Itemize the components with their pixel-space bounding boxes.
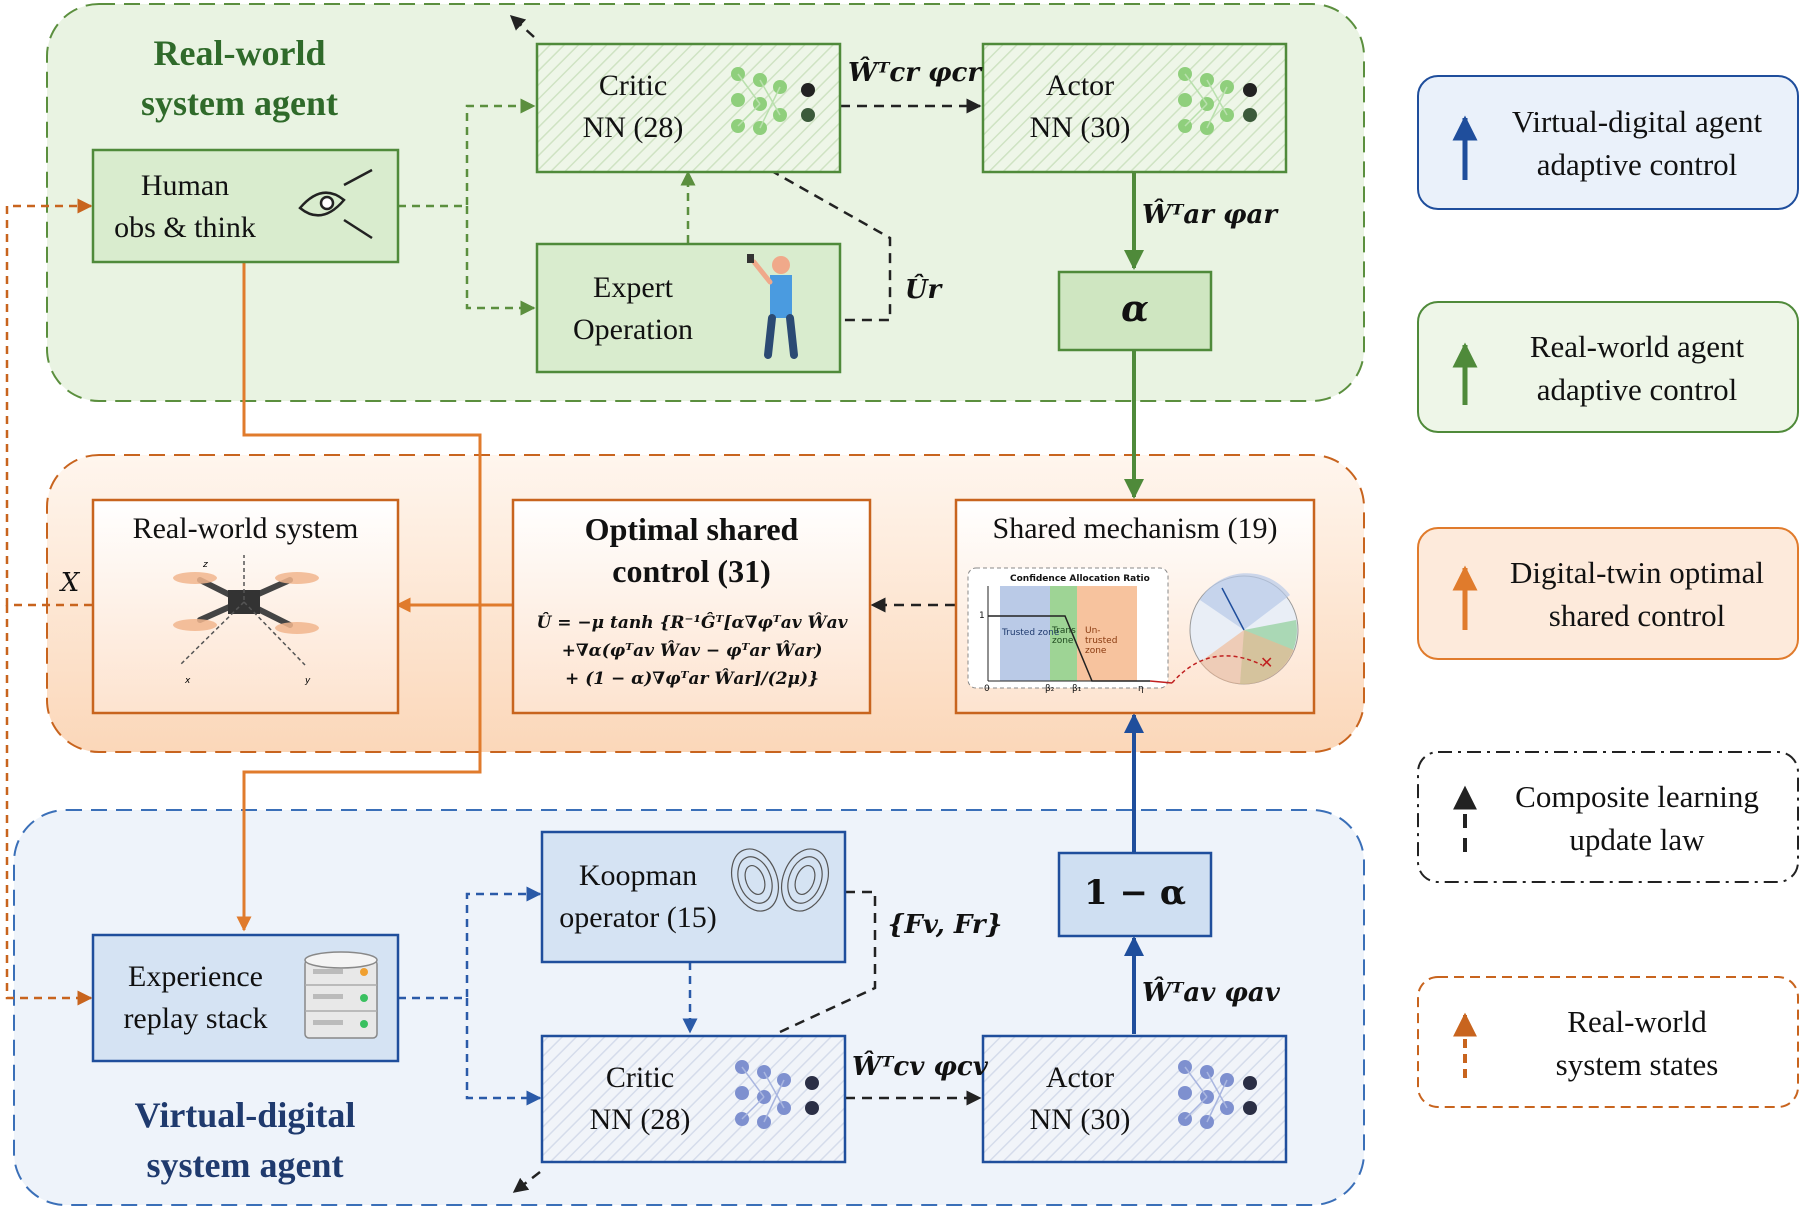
inset-x-tick: β₂ [1045,684,1055,694]
inset-x-tick: η [1138,684,1144,694]
green-dashed-human-to-expert [465,206,536,316]
inset-title: Confidence Allocation Ratio [1010,574,1150,584]
drone-axis-label: z [202,560,208,570]
inset-y-tick: 1 [979,611,985,621]
shared-mechanism-label: Shared mechanism (19) [992,512,1278,545]
blue-dashed-exp-to-critic [465,998,542,1106]
optimal-control-box [511,498,872,715]
legend-box-states [1417,976,1799,1108]
control-law-formula: Û = −μ tanh {R⁻¹Ĝᵀ[α∇φᵀav Ŵav+∇α(φᵀav Ŵa… [536,613,848,689]
neural-network-icon [1178,1060,1257,1129]
drone-axis-label: x [184,676,191,686]
critic-virtual-box [540,1034,847,1164]
drone-axis-label: y [304,676,311,686]
legend-box-virtual [1417,75,1799,210]
neural-network-icon [731,67,815,135]
green-dashed-human-to-critic [398,98,536,208]
drone-icon [173,555,319,666]
actor-virtual-box [981,1034,1288,1164]
critic-real-box [535,42,842,174]
state-line-to-experience [5,605,93,1006]
inset-x-tick: 0 [984,684,990,694]
x-state-label: X [60,568,80,598]
dashed-critic-virtual-down [512,1171,541,1193]
ur-label: Ûr [904,275,942,305]
dashed-critic-real-up [509,14,535,38]
database-icon [304,951,378,1039]
wcv-phi-cv-label: Ŵᵀcv φcv [852,1052,988,1082]
human-box [91,148,400,264]
confidence-chart [967,567,1169,689]
real-system-label: Real-world system [132,512,359,545]
dashed-koopman-output [779,890,877,1034]
wav-phi-av-label: Ŵᵀav φav [1142,978,1280,1008]
state-line-x [5,198,93,607]
inset-x-tick: β₁ [1072,684,1082,694]
legend-box-real [1417,301,1799,433]
war-phi-ar-label: Ŵᵀar φar [1142,200,1278,230]
dashed-ur-feedback [769,168,892,322]
chart-to-dial-arrow [1149,680,1173,684]
dial-icon: ✕ [1171,573,1299,685]
alpha-box [1057,270,1213,352]
legend-box-composite [1417,751,1799,883]
koopman-box [540,830,847,964]
alpha-label: α [1121,288,1149,330]
one-minus-alpha-box [1057,851,1213,938]
inset-zone-trusted: Trusted zone [1002,628,1060,638]
legend-box-digital-twin [1417,527,1799,660]
svg-text:✕: ✕ [1260,653,1273,672]
neural-network-icon [735,1060,819,1129]
person-icon [747,254,798,359]
inset-zone-trans: Trans zone [1052,626,1076,646]
orange-path-to-experience [236,613,482,932]
inset-zone-untrusted: Un-trusted zone [1085,626,1118,656]
wcr-phi-cr-label: Ŵᵀcr φcr [848,58,982,88]
eye-icon [298,168,373,240]
actor-real-box [981,42,1288,174]
neural-network-icon [1178,67,1257,135]
one-minus-alpha-label: 1 − α [1084,873,1186,913]
orange-path-to-human [236,229,482,613]
attractor-icon [731,848,829,912]
fv-fr-label: {Fv, Fr} [887,910,1003,940]
blue-dashed-exp-to-koopman [398,886,542,1000]
